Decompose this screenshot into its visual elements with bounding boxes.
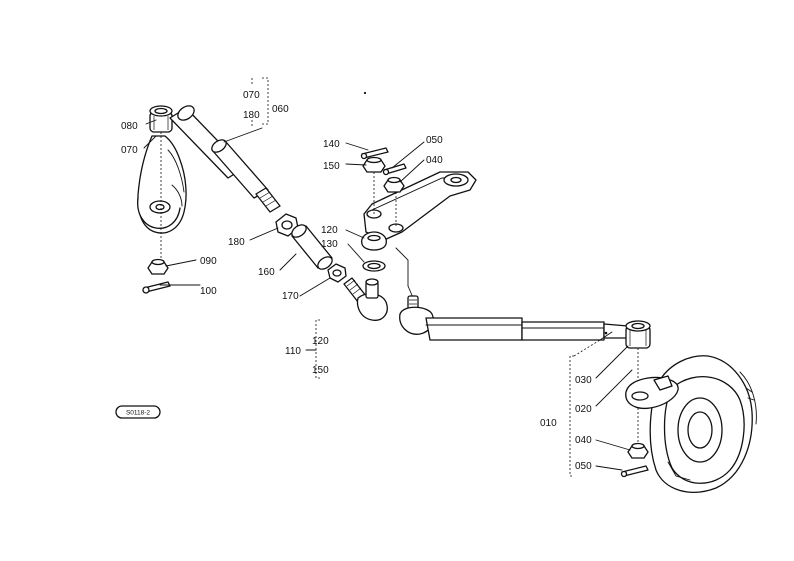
label-140: 140: [323, 139, 340, 150]
label-120-mid: 120: [321, 225, 338, 236]
drag-link-rod: [169, 105, 281, 213]
callout-labels: 070 180 060 080 070 090 100 180 160 170 …: [121, 90, 592, 472]
label-050-top: 050: [426, 135, 443, 146]
left-knuckle-arm: [137, 135, 187, 234]
castle-nut-040-top: [383, 176, 405, 193]
label-150-top: 150: [323, 161, 340, 172]
right-knuckle-hub: [625, 355, 757, 493]
label-110: 110: [285, 346, 301, 357]
label-160: 160: [258, 267, 275, 278]
label-100: 100: [200, 286, 217, 297]
label-010: 010: [540, 418, 557, 429]
leader-lines: [143, 119, 633, 471]
cotter-pin-140: [360, 147, 389, 160]
cotter-pin-050-top: [382, 163, 407, 176]
label-120-group: 120: [312, 336, 329, 347]
cotter-pin-100: [142, 281, 171, 294]
label-040-top: 040: [426, 155, 443, 166]
castle-nut-150: [362, 156, 386, 173]
center-arm: [363, 160, 477, 241]
tie-rod-end-110: [343, 277, 388, 321]
label-040-bottom: 040: [575, 435, 592, 446]
label-060: 060: [272, 104, 289, 115]
left-ball-joint: [149, 105, 173, 260]
seal-ring-130: [362, 260, 386, 272]
label-020: 020: [575, 404, 592, 415]
label-180-mid: 180: [228, 237, 245, 248]
dust-boot-120: [361, 231, 387, 251]
label-170: 170: [282, 291, 299, 302]
label-150-group: 150: [312, 365, 329, 376]
lock-nut-170: [327, 263, 347, 283]
figure-code: S0118-2: [126, 410, 150, 417]
group-brackets: [251, 77, 601, 477]
scan-specks: [363, 91, 608, 335]
tie-rod-long: [395, 247, 629, 341]
label-080: 080: [121, 121, 138, 132]
label-050-bottom: 050: [575, 461, 592, 472]
adjust-sleeve-160: [291, 224, 333, 270]
cotter-pin-050-bottom: [620, 465, 649, 478]
label-070-left: 070: [121, 145, 138, 156]
label-180-top: 180: [243, 110, 260, 121]
figure-reference-tag: S0118-2: [115, 405, 161, 419]
label-130: 130: [321, 239, 338, 250]
castle-nut-090: [147, 258, 169, 275]
label-070-top: 070: [243, 90, 260, 101]
label-090: 090: [200, 256, 217, 267]
castle-nut-040-bottom: [627, 442, 649, 459]
label-030: 030: [575, 375, 592, 386]
